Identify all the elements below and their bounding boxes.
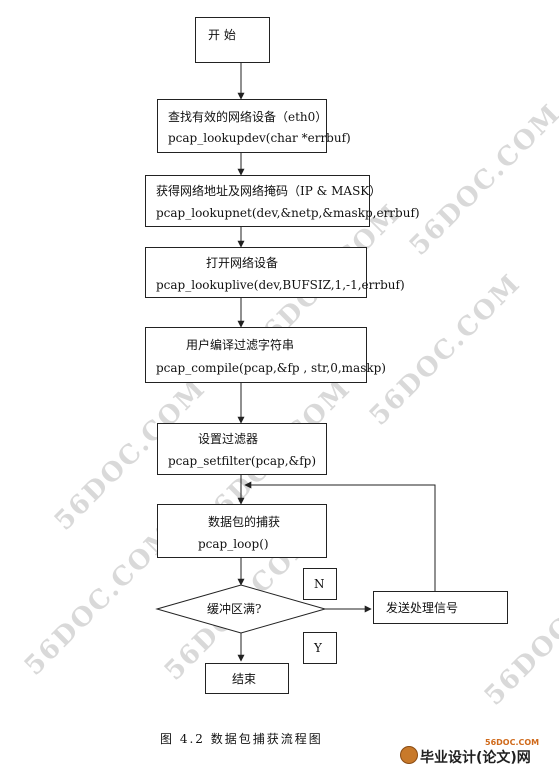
set-filter-title: 设置过滤器 <box>198 432 259 446</box>
site-logo: 56DOC.COM 毕业设计(论文)网 <box>400 738 555 766</box>
open-device-title: 打开网络设备 <box>206 256 279 270</box>
compile-filter-code: pcap_compile(pcap,&fp , str,0,maskp) <box>156 361 386 375</box>
get-net-code: pcap_lookupnet(dev,&netp,&maskp,errbuf) <box>156 206 420 220</box>
find-device-code: pcap_lookupdev(char *errbuf) <box>168 131 351 145</box>
open-device-node: 打开网络设备 pcap_lookuplive(dev,BUFSIZ,1,-1,e… <box>145 247 405 298</box>
capture-code: pcap_loop() <box>198 537 269 551</box>
get-net-node: 获得网络地址及网络掩码（IP & MASK） pcap_lookupnet(de… <box>145 175 420 227</box>
find-device-node: 查找有效的网络设备（eth0） pcap_lookupdev(char *err… <box>157 99 351 153</box>
logo-icon <box>400 746 418 764</box>
get-net-title: 获得网络地址及网络掩码（IP & MASK） <box>156 184 382 198</box>
set-filter-code: pcap_setfilter(pcap,&fp) <box>168 454 317 468</box>
yes-label-text: Y <box>314 641 322 655</box>
open-device-code: pcap_lookuplive(dev,BUFSIZ,1,-1,errbuf) <box>156 278 405 292</box>
send-signal-node: 发送处理信号 <box>373 591 508 624</box>
no-label-text: N <box>314 577 325 591</box>
figure-caption: 图 4.2 数据包捕获流程图 <box>160 732 323 746</box>
compile-filter-title: 用户编译过滤字符串 <box>186 338 295 352</box>
capture-node: 数据包的捕获 pcap_loop() <box>157 504 327 558</box>
end-label: 结束 <box>232 672 257 686</box>
start-node: 开 始 <box>195 17 270 63</box>
set-filter-node: 设置过滤器 pcap_setfilter(pcap,&fp) <box>157 423 327 475</box>
end-node: 结束 <box>205 663 289 694</box>
yes-branch-label: Y <box>303 632 337 664</box>
logo-domain: 56DOC.COM <box>485 738 540 747</box>
buffer-full-label: 缓冲区满? <box>207 602 262 616</box>
no-branch-label: N <box>303 568 337 600</box>
compile-filter-node: 用户编译过滤字符串 pcap_compile(pcap,&fp , str,0,… <box>145 327 386 383</box>
send-signal-label: 发送处理信号 <box>386 601 459 615</box>
start-label: 开 始 <box>208 28 236 42</box>
decision-diamond <box>155 584 327 634</box>
find-device-title: 查找有效的网络设备（eth0） <box>168 110 328 124</box>
capture-title: 数据包的捕获 <box>208 515 281 529</box>
logo-brand: 毕业设计(论文)网 <box>420 750 531 766</box>
